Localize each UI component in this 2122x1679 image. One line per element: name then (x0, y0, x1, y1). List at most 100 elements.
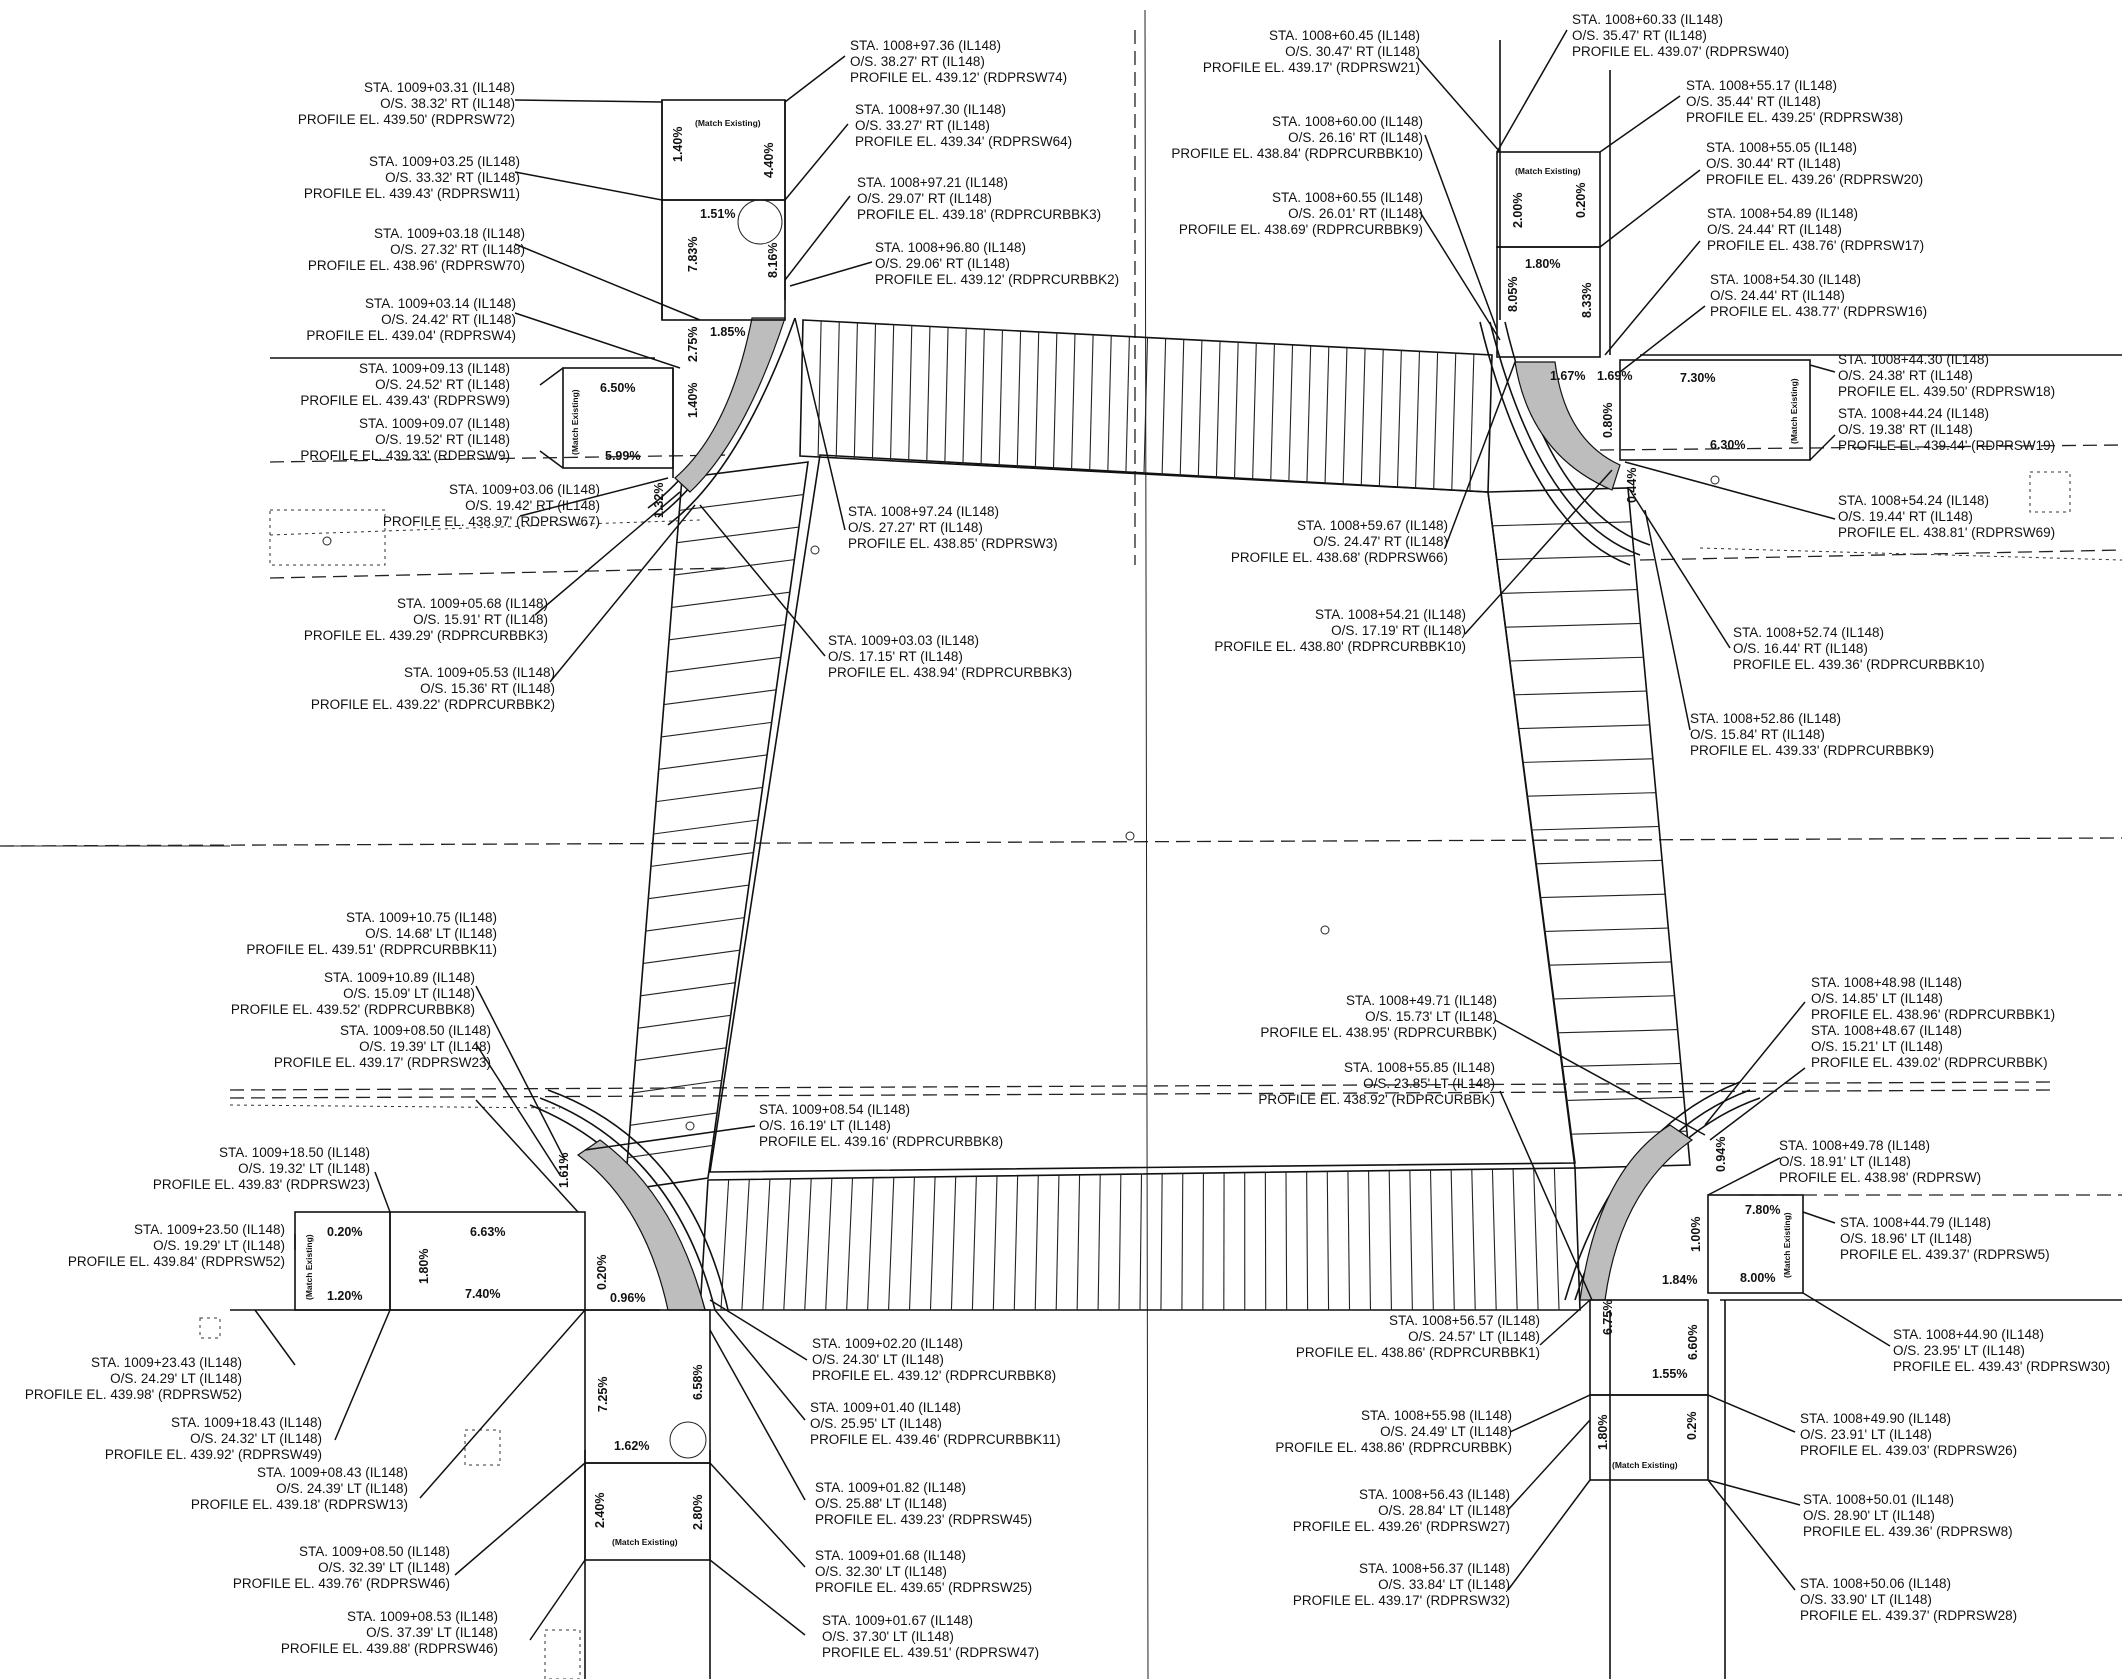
crosswalk-stripe (1215, 341, 1221, 478)
callout-offset: O/S. 24.44' RT (IL148) (1707, 222, 1842, 237)
callout-offset: O/S. 23.85' LT (IL148) (1363, 1076, 1495, 1091)
crosswalk-stripe (889, 324, 895, 461)
callout-elevation: PROFILE EL. 439.17' (RDPRSW23) (274, 1055, 491, 1070)
crosswalk-stripe (962, 328, 967, 465)
crosswalk-stripe (950, 1176, 957, 1311)
callout-offset: O/S. 33.27' RT (IL148) (855, 118, 990, 133)
svg-text:STA. 1008+60.00 (IL148)O/S. 26: STA. 1008+60.00 (IL148)O/S. 26.16' RT (I… (1171, 114, 1423, 161)
callout-offset: O/S. 29.06' RT (IL148) (875, 256, 1010, 271)
grade-label: 7.83% (686, 237, 700, 272)
crosswalk-stripe (762, 1179, 771, 1311)
svg-text:STA. 1009+01.82 (IL148)O/S. 25: STA. 1009+01.82 (IL148)O/S. 25.88' LT (I… (815, 1480, 1032, 1527)
svg-text:STA. 1008+55.85 (IL148)O/S. 23: STA. 1008+55.85 (IL148)O/S. 23.85' LT (I… (1258, 1060, 1495, 1107)
callout-elevation: PROFILE EL. 438.80' (RDPRCURBBK10) (1214, 639, 1466, 654)
callout-elevation: PROFILE EL. 439.36' (RDPRSW8) (1803, 1524, 2013, 1539)
callout-station: STA. 1008+44.90 (IL148) (1893, 1327, 2044, 1342)
crosswalk-stripe (1378, 349, 1384, 487)
callout-offset: O/S. 30.47' RT (IL148) (1285, 44, 1420, 59)
svg-text:STA. 1008+44.30 (IL148)O/S. 24: STA. 1008+44.30 (IL148)O/S. 24.38' RT (I… (1838, 352, 2055, 399)
callout-station: STA. 1008+60.55 (IL148) (1272, 190, 1423, 205)
grade-label: 8.05% (1506, 277, 1520, 312)
grade-label: 0.96% (610, 1291, 645, 1305)
callout-offset: O/S. 19.42' RT (IL148) (465, 498, 600, 513)
callout-offset: O/S. 26.16' RT (IL148) (1288, 130, 1423, 145)
crosswalk-stripe (929, 1176, 936, 1311)
callout-elevation: PROFILE EL. 439.98' (RDPRSW52) (25, 1387, 242, 1402)
crosswalk-stripe (971, 1176, 977, 1311)
callout-station: STA. 1009+03.14 (IL148) (365, 296, 516, 311)
svg-text:STA. 1009+09.07 (IL148)O/S. 19: STA. 1009+09.07 (IL148)O/S. 19.52' RT (I… (300, 416, 510, 463)
crosswalk-stripe (1527, 792, 1656, 797)
match-existing-note: (Match Existing) (1515, 166, 1581, 176)
svg-text:STA. 1009+03.31 (IL148)O/S. 38: STA. 1009+03.31 (IL148)O/S. 38.32' RT (I… (298, 80, 515, 127)
crosswalk-stripe (650, 852, 754, 867)
callout-offset: O/S. 33.84' LT (IL148) (1378, 1577, 1510, 1592)
callout-station: STA. 1008+56.37 (IL148) (1359, 1561, 1510, 1576)
svg-text:STA. 1009+02.20 (IL148)O/S. 24: STA. 1009+02.20 (IL148)O/S. 24.30' LT (I… (812, 1336, 1056, 1383)
crosswalk-stripe (663, 689, 777, 706)
callout-elevation: PROFILE EL. 439.84' (RDPRSW52) (68, 1254, 285, 1269)
callout-offset: O/S. 15.91' RT (IL148) (413, 612, 548, 627)
grade-label: 1.80% (1596, 1415, 1610, 1450)
callout-elevation: PROFILE EL. 438.86' (RDPRCURBBK) (1275, 1440, 1512, 1455)
svg-text:STA. 1009+10.89 (IL148)O/S. 15: STA. 1009+10.89 (IL148)O/S. 15.09' LT (I… (231, 970, 475, 1017)
svg-text:STA. 1008+97.24 (IL148)O/S. 27: STA. 1008+97.24 (IL148)O/S. 27.27' RT (I… (848, 504, 1058, 551)
svg-text:STA. 1008+55.98 (IL148)O/S. 24: STA. 1008+55.98 (IL148)O/S. 24.49' LT (I… (1275, 1408, 1512, 1455)
callout-elevation: PROFILE EL. 439.04' (RDPRSW4) (306, 328, 516, 343)
match-existing-notes: (Match Existing) (Match Existing) (Match… (304, 118, 1799, 1547)
callout-elevation: PROFILE EL. 438.94' (RDPRCURBBK3) (828, 665, 1072, 680)
crosswalk-stripe (630, 1112, 718, 1126)
svg-text:STA. 1009+23.43 (IL148)O/S. 24: STA. 1009+23.43 (IL148)O/S. 24.29' LT (I… (25, 1355, 242, 1402)
svg-text:STA. 1009+03.14 (IL148)O/S. 24: STA. 1009+03.14 (IL148)O/S. 24.42' RT (I… (306, 296, 516, 343)
grade-label: 0.80% (1601, 403, 1615, 438)
callout-station: STA. 1008+50.01 (IL148) (1803, 1492, 1954, 1507)
match-existing-note: (Match Existing) (570, 389, 580, 455)
callout-offset: O/S. 24.49' LT (IL148) (1380, 1424, 1512, 1439)
crosswalk-stripe (1533, 1168, 1539, 1311)
grade-label: 4.40% (762, 143, 776, 178)
match-existing-note: (Match Existing) (1782, 1212, 1792, 1278)
crosswalk-stripe (1509, 656, 1644, 662)
grade-labels: 1.40% 4.40% 1.51% 7.83% 8.16% 2.75% 1.85… (327, 127, 1780, 1530)
svg-text:STA. 1008+50.01 (IL148)O/S. 28: STA. 1008+50.01 (IL148)O/S. 28.90' LT (I… (1803, 1492, 2013, 1539)
callout-elevation: PROFILE EL. 439.33' (RDPRCURBBK9) (1690, 743, 1934, 758)
grade-label: 2.75% (686, 327, 700, 362)
leader-lines (254, 29, 1891, 1641)
grade-label: 1.51% (700, 207, 735, 221)
crosswalk-stripe (1288, 344, 1294, 482)
crosswalk-stripe (741, 1179, 750, 1311)
callout-station: STA. 1009+02.20 (IL148) (812, 1336, 963, 1351)
callout-offset: O/S. 24.47' RT (IL148) (1313, 534, 1448, 549)
crosswalk-stripe (1540, 893, 1666, 899)
crosswalk-stripe (656, 786, 763, 803)
grade-label: 6.58% (691, 1365, 705, 1400)
callout-station: STA. 1008+48.98 (IL148) (1811, 975, 1962, 990)
callout-station: STA. 1009+18.43 (IL148) (171, 1415, 322, 1430)
svg-text:STA. 1009+03.06 (IL148)O/S. 19: STA. 1009+03.06 (IL148)O/S. 19.42' RT (I… (383, 482, 600, 529)
crosswalk-stripe (1553, 1168, 1560, 1311)
svg-text:STA. 1009+01.67 (IL148)O/S. 37: STA. 1009+01.67 (IL148)O/S. 37.30' LT (I… (822, 1613, 1039, 1660)
callout-offset: O/S. 26.01' RT (IL148) (1288, 206, 1423, 221)
detectable-warning-panels (576, 317, 1694, 1311)
svg-text:STA. 1008+97.36 (IL148)O/S. 38: STA. 1008+97.36 (IL148)O/S. 38.27' RT (I… (850, 38, 1067, 85)
callout-station: STA. 1008+97.24 (IL148) (848, 504, 999, 519)
callout-station: STA. 1008+56.43 (IL148) (1359, 1487, 1510, 1502)
callout-elevation: PROFILE EL. 439.46' (RDPRCURBBK11) (810, 1432, 1061, 1447)
crosswalk-stripe (1561, 1062, 1681, 1068)
grade-label: 0.44% (1625, 468, 1639, 503)
callout-elevation: PROFILE EL. 439.18' (RDPRSW13) (191, 1497, 408, 1512)
svg-text:STA. 1009+08.43 (IL148)O/S. 24: STA. 1009+08.43 (IL148)O/S. 24.39' LT (I… (191, 1465, 408, 1512)
callouts-se-left: STA. 1008+49.71 (IL148)O/S. 15.73' LT (I… (1258, 993, 1540, 1608)
crosswalk-stripe (1306, 1171, 1309, 1311)
grade-label: 6.30% (1710, 438, 1745, 452)
svg-text:STA. 1008+49.90 (IL148)O/S. 23: STA. 1008+49.90 (IL148)O/S. 23.91' LT (I… (1800, 1411, 2017, 1458)
match-existing-note: (Match Existing) (304, 1234, 314, 1300)
svg-text:STA. 1008+55.05 (IL148)O/S. 30: STA. 1008+55.05 (IL148)O/S. 30.44' RT (I… (1706, 140, 1923, 187)
crosswalk-stripe (666, 656, 781, 673)
crosswalk-stripe (674, 559, 795, 576)
svg-text:STA. 1008+52.86 (IL148)O/S. 15: STA. 1008+52.86 (IL148)O/S. 15.84' RT (I… (1690, 711, 1934, 758)
callout-elevation: PROFILE EL. 438.92' (RDPRCURBBK) (1258, 1092, 1495, 1107)
grade-label: 7.30% (1680, 371, 1715, 385)
callout-elevation: PROFILE EL. 438.97' (RDPRSW67) (383, 514, 600, 529)
